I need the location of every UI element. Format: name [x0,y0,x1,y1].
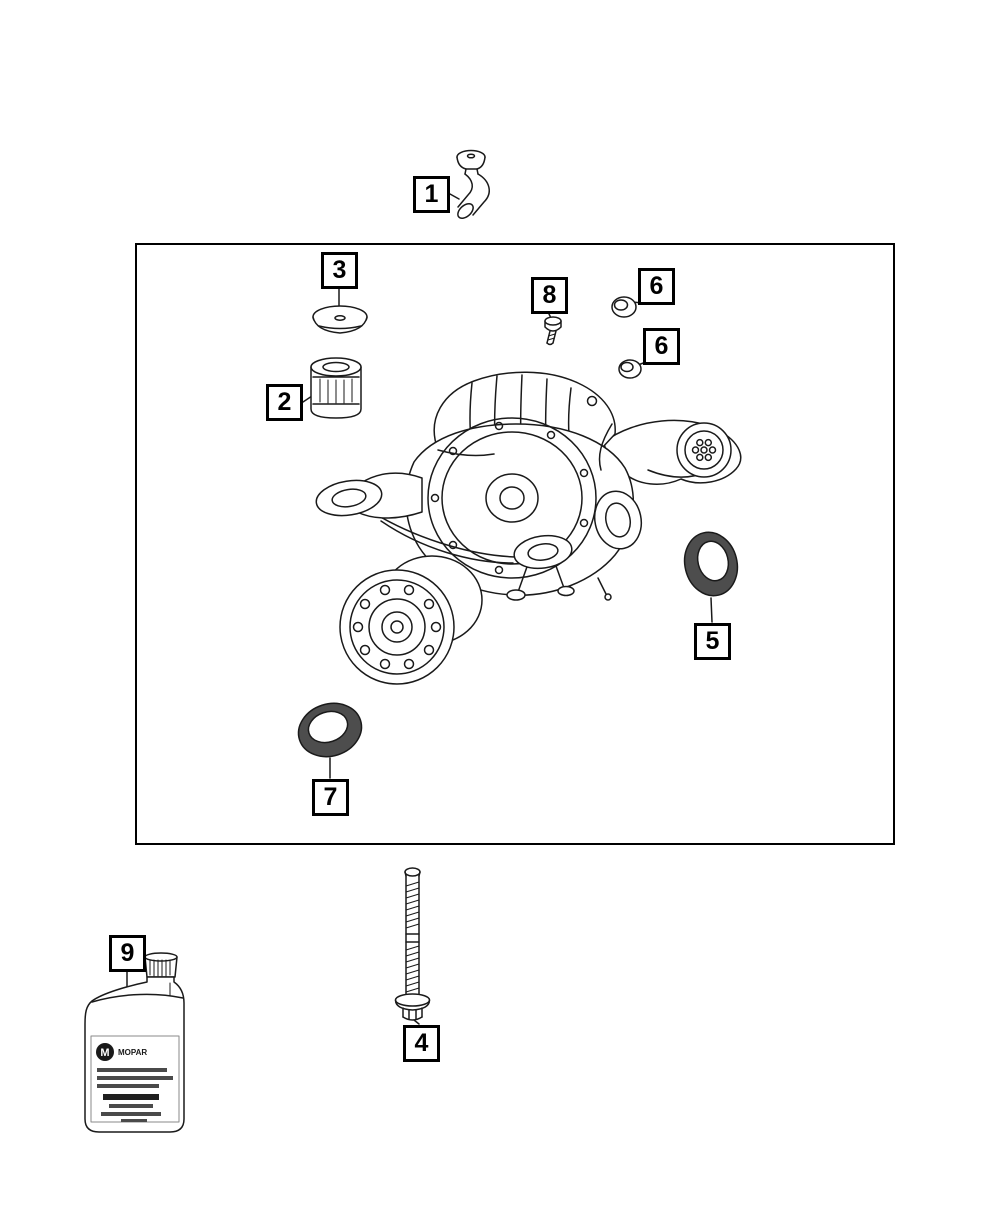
vent-screw-art [544,316,562,346]
callout-9: 9 [109,935,146,972]
diagram-frame [135,243,895,845]
output-shaft-seal-art [683,531,739,597]
callout-4: 4 [403,1025,440,1062]
callout-3: 3 [321,252,358,289]
mopar-logo-icon [96,1043,114,1061]
differential-assembly-art [315,371,742,685]
fill-plug-upper-art [611,296,637,318]
bottle-brand-text: MOPAR [118,1048,147,1057]
callout-8: 8 [531,277,568,314]
mount-bushing-art [310,357,362,419]
callout-2: 2 [266,384,303,421]
fill-plug-lower-art [618,359,642,379]
bushing-cap-art [312,305,368,334]
vent-hose-art [456,149,490,220]
label-text-bars [97,1068,173,1122]
callout-1: 1 [413,176,450,213]
callout-6-upper: 6 [638,268,675,305]
callout-7: 7 [312,779,349,816]
mounting-bolt-art [394,867,431,1021]
mopar-logo-letter: M [100,1047,109,1059]
pinion-seal-art [297,702,363,758]
lubricant-bottle-art: M MOPAR [84,952,185,1133]
callout-5: 5 [694,623,731,660]
callout-6-lower: 6 [643,328,680,365]
